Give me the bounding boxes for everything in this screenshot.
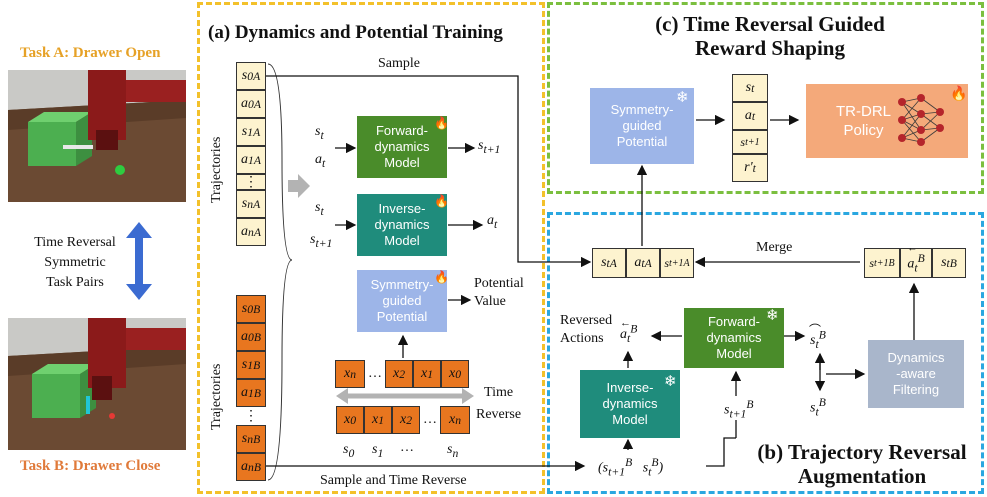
inverse-dynamics-label-a: Inverse- dynamics Model	[374, 201, 430, 248]
potential-box-a: Symmetry- guided Potential	[357, 270, 447, 332]
filtering-label: Dynamics -aware Filtering	[887, 350, 945, 397]
potential-label-c: Symmetry- guided Potential	[610, 102, 674, 149]
input-pair: (st+1B stB)	[598, 456, 664, 479]
potential-box-c: Symmetry- guided Potential	[590, 88, 694, 164]
sample-label: Sample	[378, 56, 420, 71]
seq-sub: s1	[372, 442, 384, 460]
seq-top-cell: …	[368, 366, 382, 381]
flame-icon: 🔥	[950, 87, 968, 102]
predicted-state: stB⌒	[809, 322, 826, 351]
flame-icon: 🔥	[434, 194, 449, 208]
true-state: stB	[810, 396, 826, 419]
flame-icon: 🔥	[434, 270, 449, 284]
task-a-image	[8, 70, 186, 202]
snowflake-icon: ❄	[664, 374, 677, 390]
potential-label-a: Symmetry- guided Potential	[370, 277, 434, 324]
panel-b-title: (b) Trajectory Reversal Augmentation	[757, 440, 967, 488]
panel-a-border	[197, 2, 545, 494]
forward-dynamics-label-b: Forward- dynamics Model	[706, 314, 762, 361]
forward-dynamics-box-b: Forward- dynamics Model	[684, 308, 784, 368]
snowflake-icon: ❄	[676, 90, 689, 106]
task-b-label: Task B: Drawer Close	[20, 458, 161, 474]
seq-sub: …	[400, 440, 414, 455]
filtering-box: Dynamics -aware Filtering	[868, 340, 964, 408]
inverse-dynamics-box-b: Inverse- dynamics Model	[580, 370, 680, 438]
policy-box: TR-DRL Policy	[806, 84, 968, 158]
stack-cell: r't	[732, 154, 768, 182]
traj-a-cell: ⋮	[236, 174, 266, 190]
inv-in-st: st	[315, 200, 324, 218]
time-reverse-label: Time Reverse	[476, 385, 522, 422]
inv-out: at	[487, 213, 498, 231]
inverse-dynamics-label-b: Inverse- dynamics Model	[602, 380, 658, 427]
panel-b-border	[547, 212, 984, 494]
neural-net-icon	[898, 94, 944, 146]
traj-b-cell: ⋮	[244, 408, 258, 424]
fw-in-at: at	[315, 152, 326, 170]
fw-in-st: st	[315, 124, 324, 142]
merge-label: Merge	[756, 240, 793, 255]
reversed-cell: atB←	[900, 243, 932, 278]
panel-c-border	[547, 2, 984, 194]
panel-a-title: (a) Dynamics and Potential Training	[208, 22, 503, 43]
seq-bottom-cell: …	[423, 412, 437, 427]
task-b-image	[8, 318, 186, 450]
reversed-action-symbol: atB←	[620, 316, 638, 345]
fw-out: st+1	[478, 138, 501, 156]
inv-in-st1: st+1	[310, 232, 333, 250]
inverse-dynamics-box-a: Inverse- dynamics Model	[357, 194, 447, 256]
forward-dynamics-box-a: Forward- dynamics Model	[357, 116, 447, 178]
sample-reverse-label: Sample and Time Reverse	[320, 473, 467, 488]
forward-dynamics-label-a: Forward- dynamics Model	[374, 123, 430, 170]
snowflake-icon: ❄	[766, 308, 779, 324]
potential-value-label: Potential Value	[474, 276, 524, 309]
double-arrow-icon	[126, 222, 152, 300]
flame-icon: 🔥	[434, 116, 449, 130]
seq-sub: sn	[447, 442, 459, 460]
reversed-actions-label: Reversed Actions	[560, 313, 613, 346]
pair-label: Time Reversal Symmetric Task Pairs	[34, 235, 116, 290]
policy-label: TR-DRL Policy	[836, 103, 891, 139]
task-a-label: Task A: Drawer Open	[20, 45, 161, 61]
next-state-input: st+1B	[724, 398, 754, 421]
panel-c-title: (c) Time Reversal Guided Reward Shaping	[655, 12, 885, 60]
seq-sub: s0	[343, 442, 355, 460]
